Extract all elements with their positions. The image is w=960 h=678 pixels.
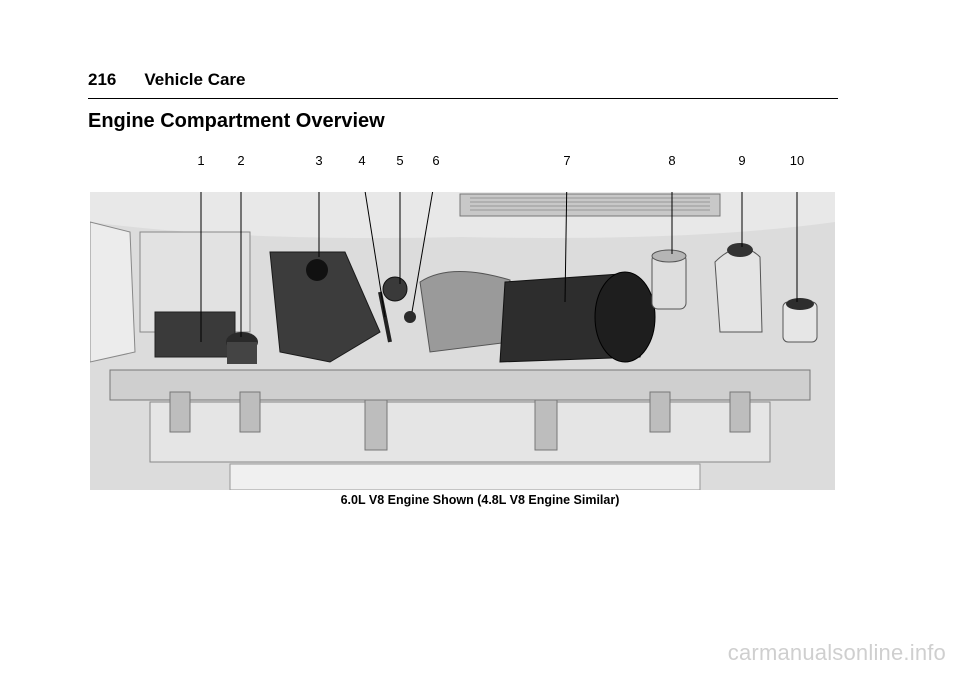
page-header: 216 Vehicle Care [88, 70, 246, 90]
callout-4: 4 [358, 153, 366, 168]
callout-5: 5 [396, 153, 404, 168]
callout-9: 9 [738, 153, 746, 168]
callout-7: 7 [563, 153, 571, 168]
callout-6: 6 [432, 153, 440, 168]
callout-numbers: 1 2 3 4 5 6 7 8 9 10 [0, 150, 960, 190]
callout-8: 8 [668, 153, 676, 168]
engine-compartment-illustration [90, 192, 835, 490]
running-head: Vehicle Care [144, 70, 246, 89]
figure-caption: 6.0L V8 Engine Shown (4.8L V8 Engine Sim… [340, 493, 620, 507]
callout-3: 3 [315, 153, 323, 168]
header-rule [88, 98, 838, 99]
callout-10: 10 [789, 153, 805, 168]
callout-2: 2 [237, 153, 245, 168]
page-number: 216 [88, 70, 117, 89]
watermark: carmanualsonline.info [727, 640, 946, 665]
callout-1: 1 [197, 153, 205, 168]
section-title: Engine Compartment Overview [88, 110, 385, 132]
